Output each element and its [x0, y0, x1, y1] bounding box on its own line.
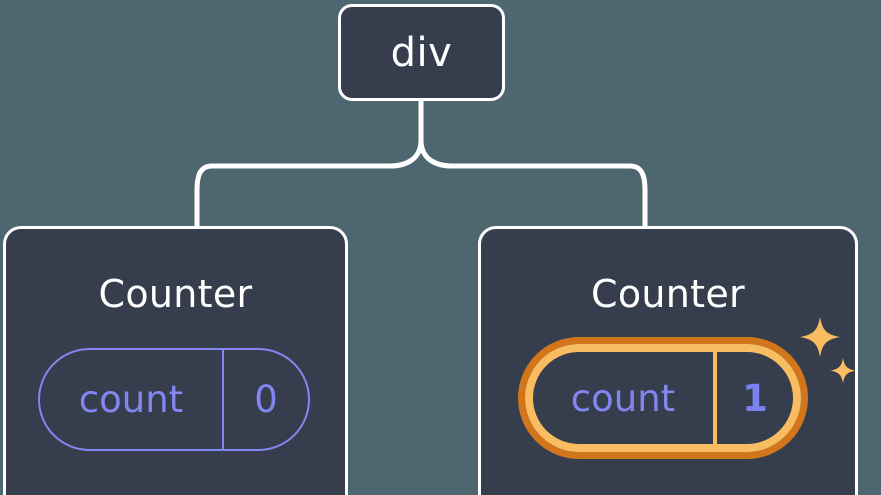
- connector-to-left-child: [194, 137, 424, 229]
- state-pill-count-right[interactable]: count 1: [518, 337, 808, 459]
- state-key-label-right: count: [570, 376, 676, 420]
- node-div[interactable]: div: [338, 4, 505, 101]
- node-counter-left-title: Counter: [98, 272, 253, 316]
- connector-to-right-child: [418, 137, 648, 229]
- state-key-label-left: count: [78, 378, 184, 421]
- node-div-label: div: [390, 29, 453, 76]
- state-pill-highlight-ring: count 1: [525, 344, 801, 452]
- state-value-label-left: 0: [222, 350, 308, 449]
- state-pill-count-left[interactable]: count 0: [38, 348, 310, 451]
- node-counter-right-title: Counter: [591, 272, 745, 316]
- state-value-label-right: 1: [713, 352, 793, 444]
